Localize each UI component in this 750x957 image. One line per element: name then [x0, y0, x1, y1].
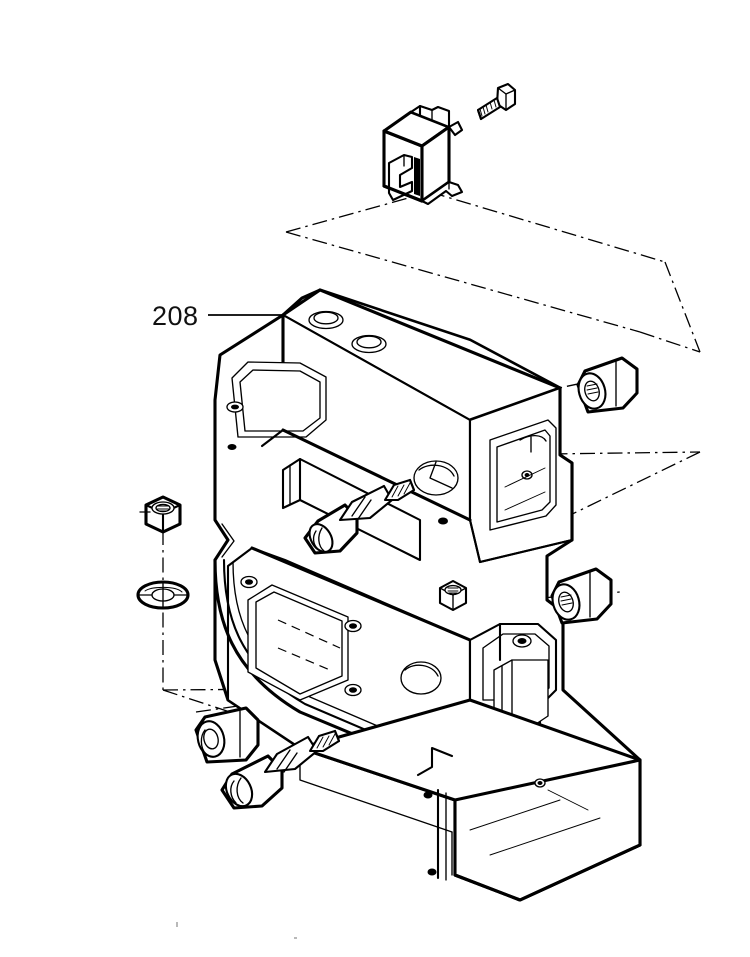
upper-web-hole — [413, 460, 459, 496]
lower-web-hole — [400, 661, 442, 695]
hex-boss — [438, 579, 468, 612]
flat-washer[interactable] — [136, 580, 190, 610]
hex-nut[interactable] — [139, 495, 182, 534]
callout-208-label: 208 — [152, 301, 199, 331]
retaining-clip[interactable] — [382, 104, 464, 206]
hex-flange-bolt[interactable] — [476, 82, 517, 121]
main-housing-bracket[interactable] — [213, 288, 642, 902]
bushing-lower-right[interactable] — [549, 567, 613, 625]
shoulder-pin-center[interactable] — [303, 478, 416, 556]
scan-artifacts — [176, 922, 297, 939]
bushing-lower-left[interactable] — [194, 706, 260, 764]
top-hole-1 — [308, 310, 344, 330]
shoulder-pin-lower[interactable] — [220, 729, 341, 811]
top-hole-2 — [351, 334, 387, 354]
bushing-upper-right[interactable] — [575, 356, 639, 414]
callout-208: 208 — [152, 301, 283, 331]
